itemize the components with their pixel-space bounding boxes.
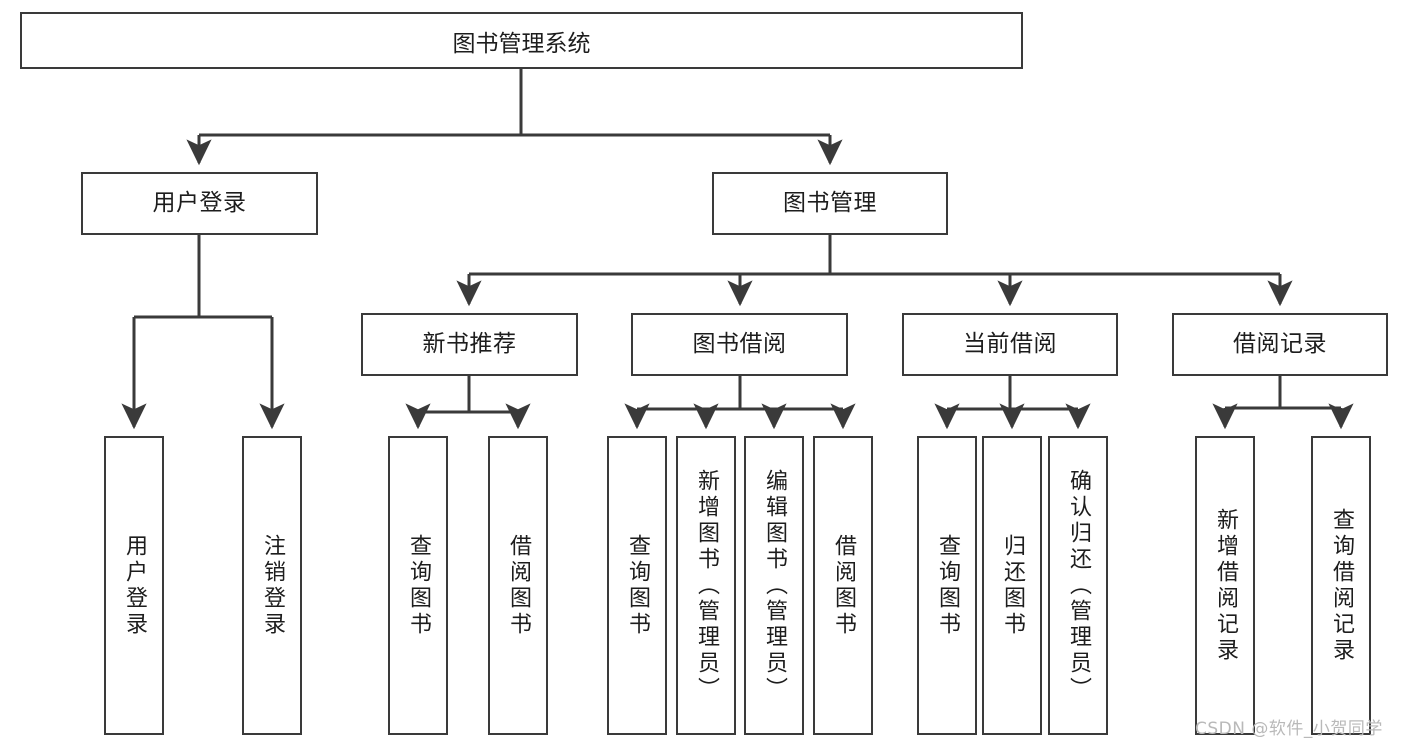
node-label: 借阅图书	[506, 533, 531, 638]
node-label: 编辑图书（管理员）	[762, 468, 787, 703]
node-label: 用户登录	[122, 533, 147, 638]
leaf-add-book-admin[interactable]: 新增图书（管理员）	[676, 436, 736, 735]
node-current-borrow[interactable]: 当前借阅	[902, 313, 1118, 376]
node-label: 图书借阅	[692, 330, 787, 357]
node-label: 确认归还（管理员）	[1066, 468, 1091, 703]
leaf-confirm-return-admin[interactable]: 确认归还（管理员）	[1048, 436, 1108, 735]
node-book-management[interactable]: 图书管理	[712, 172, 948, 235]
leaf-query-book-current[interactable]: 查询图书	[917, 436, 977, 735]
leaf-edit-book-admin[interactable]: 编辑图书（管理员）	[744, 436, 804, 735]
node-label: 查询借阅记录	[1329, 507, 1354, 664]
node-label: 新增图书（管理员）	[694, 468, 719, 703]
leaf-user-login[interactable]: 用户登录	[104, 436, 164, 735]
leaf-logout[interactable]: 注销登录	[242, 436, 302, 735]
leaf-borrow-book-new[interactable]: 借阅图书	[488, 436, 548, 735]
leaf-query-book-borrow[interactable]: 查询图书	[607, 436, 667, 735]
node-new-book-recommend[interactable]: 新书推荐	[361, 313, 578, 376]
node-label: 归还图书	[1000, 533, 1025, 638]
leaf-query-book-new[interactable]: 查询图书	[388, 436, 448, 735]
leaf-add-borrow-record[interactable]: 新增借阅记录	[1195, 436, 1255, 735]
node-label: 图书管理系统	[452, 30, 591, 57]
node-label: 新书推荐	[422, 330, 517, 357]
node-label: 查询图书	[625, 533, 650, 638]
node-label: 当前借阅	[963, 330, 1057, 357]
leaf-return-book[interactable]: 归还图书	[982, 436, 1042, 735]
node-label: 借阅记录	[1233, 330, 1327, 357]
node-label: 查询图书	[406, 533, 431, 638]
leaf-borrow-book-borrow[interactable]: 借阅图书	[813, 436, 873, 735]
node-label: 图书管理	[783, 189, 877, 216]
node-label: 用户登录	[152, 189, 247, 216]
node-label: 注销登录	[260, 533, 285, 638]
leaf-query-borrow-record[interactable]: 查询借阅记录	[1311, 436, 1371, 735]
node-borrow-record[interactable]: 借阅记录	[1172, 313, 1388, 376]
node-root-system[interactable]: 图书管理系统	[20, 12, 1023, 69]
node-book-borrow[interactable]: 图书借阅	[631, 313, 848, 376]
node-label: 查询图书	[935, 533, 960, 638]
node-label: 新增借阅记录	[1213, 507, 1238, 664]
node-user-login[interactable]: 用户登录	[81, 172, 318, 235]
node-label: 借阅图书	[831, 533, 856, 638]
